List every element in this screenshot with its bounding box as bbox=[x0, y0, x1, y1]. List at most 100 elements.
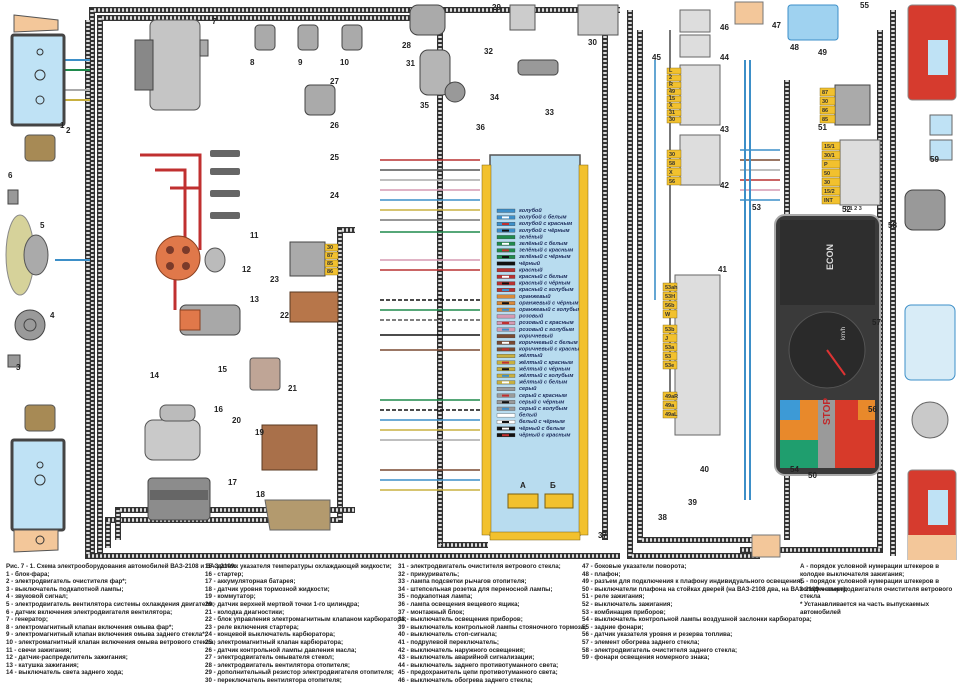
caption-column-4: 47 - боковые указатели поворота;48 - пла… bbox=[582, 563, 848, 662]
legend-entry: жёлтый с белым bbox=[496, 379, 567, 386]
headlamp-wiper-motor bbox=[24, 134, 56, 162]
caption-item: 24 - концевой выключатель карбюратора; bbox=[205, 631, 336, 639]
legend-label: белый с чёрным bbox=[519, 418, 565, 425]
legend-label: жёлтый с чёрным bbox=[518, 365, 570, 372]
warning-lamps-panel: STOP bbox=[780, 398, 875, 468]
pin-terminal bbox=[819, 114, 836, 124]
legend-stripe bbox=[502, 401, 509, 404]
legend-label: жёлтый bbox=[518, 352, 543, 359]
diagnostic-connector bbox=[249, 357, 281, 391]
legend-label: розовый bbox=[518, 313, 544, 320]
legend-entry: коричневый bbox=[496, 332, 553, 339]
pin-label: 49aR bbox=[665, 394, 678, 400]
legend-label: серый с голубым bbox=[519, 405, 567, 412]
ignition-distributor bbox=[155, 235, 226, 281]
caption-column-2: 15 - датчик указателя температуры охлажд… bbox=[205, 563, 406, 685]
caption-item: 3 - выключатель подкапотной лампы; bbox=[6, 585, 124, 593]
component-number: 52 bbox=[842, 205, 851, 214]
legend-label: зелёный bbox=[519, 233, 543, 240]
connector-a bbox=[507, 493, 539, 509]
legend-label: чёрный bbox=[519, 260, 541, 267]
component-number: 21 bbox=[288, 384, 297, 393]
legend-swatch bbox=[496, 235, 516, 240]
legend-label: жёлтый с красным bbox=[518, 359, 573, 366]
legend-stripe bbox=[502, 216, 509, 219]
connector-b bbox=[544, 493, 574, 509]
legend-entry: жёлтый bbox=[496, 352, 543, 359]
legend-entry: серый с чёрным bbox=[496, 398, 564, 405]
ignition-commutator bbox=[261, 424, 318, 471]
legend-swatch bbox=[496, 413, 516, 418]
legend-entry: красный с чёрным bbox=[496, 280, 570, 287]
pin-terminal bbox=[662, 400, 678, 410]
component-number: 56 bbox=[868, 405, 877, 414]
legend-stripe bbox=[502, 242, 509, 245]
pin-label: W bbox=[665, 312, 671, 318]
pin-terminal bbox=[821, 159, 841, 169]
washer-motor bbox=[304, 84, 336, 116]
component-number: 55 bbox=[860, 1, 869, 10]
pin-terminal bbox=[666, 149, 682, 159]
legend-stripe bbox=[502, 322, 509, 324]
legend-label: голубой с белым bbox=[519, 214, 567, 221]
legend-entry: голубой с белым bbox=[496, 214, 567, 221]
legend-entry: коричневый с белым bbox=[496, 339, 578, 346]
component-number: 59 bbox=[930, 155, 939, 164]
component-number: 27 bbox=[330, 77, 339, 86]
component-number: 38 bbox=[658, 513, 667, 522]
legend-entry: чёрный с красным bbox=[496, 431, 570, 438]
brake-fluid-tank bbox=[264, 499, 331, 531]
legend-entry: голубой с красным bbox=[496, 220, 572, 227]
legend-stripe bbox=[502, 394, 509, 397]
rear-window-heater-element bbox=[904, 304, 956, 381]
component-number: 36 bbox=[476, 123, 485, 132]
legend-swatch bbox=[496, 294, 516, 299]
component-number: 20 bbox=[232, 416, 241, 425]
pin-label: 85 bbox=[327, 261, 333, 267]
component-number: 42 bbox=[720, 181, 729, 190]
caption-item: 30 - переключатель вентилятора отопителя… bbox=[205, 676, 342, 684]
pin-terminal bbox=[662, 291, 678, 301]
pin-terminal bbox=[324, 243, 339, 252]
legend-label: зелёный с белым bbox=[519, 240, 568, 247]
caption-item: 10 - электромагнитный клапан включения о… bbox=[6, 638, 216, 646]
component-number: 47 bbox=[772, 21, 781, 30]
caption-item: 7 - генератор; bbox=[6, 616, 48, 624]
caption-item: 51 - реле зажигания; bbox=[582, 593, 645, 601]
speed-unit: km/h bbox=[841, 327, 847, 340]
legend-stripe bbox=[502, 249, 509, 252]
pin-terminal bbox=[662, 333, 678, 343]
pin-label: 53e bbox=[665, 363, 674, 369]
legend-stripe bbox=[502, 374, 509, 377]
legend-entry: коричневый с красным bbox=[496, 346, 583, 353]
pin-label: L bbox=[669, 68, 673, 74]
pin-label: 53a bbox=[665, 345, 675, 351]
legend-entry: белый с чёрным bbox=[496, 418, 565, 425]
plate-light bbox=[929, 139, 953, 161]
caption-item: 27 - электродвигатель омывателя стекол; bbox=[205, 654, 335, 662]
caption-item: 14 - выключатель света заднего хода; bbox=[6, 669, 124, 677]
ignition-coil bbox=[179, 304, 241, 336]
legend-entry: розовый с красным bbox=[496, 319, 574, 326]
caption-item: 44 - выключатель заднего противотуманног… bbox=[398, 661, 559, 669]
pin-terminal bbox=[324, 267, 339, 276]
headlight-top bbox=[10, 14, 66, 127]
caption-item: 55 - задние фонари; bbox=[582, 623, 644, 631]
caption-item: 19 - коммутатор; bbox=[205, 593, 256, 601]
caption-item: 38 - выключатель освещения приборов; bbox=[398, 616, 523, 624]
caption-item: 57 - элемент обогрева заднего стекла; bbox=[582, 638, 700, 646]
caption-item: 11 - свечи зажигания; bbox=[6, 646, 72, 654]
pin-terminal bbox=[819, 105, 836, 115]
hood-lamp-switch bbox=[7, 354, 21, 368]
component-number: 39 bbox=[688, 498, 697, 507]
pin-label: 53 bbox=[665, 354, 671, 360]
caption-item: 17 - аккумуляторная батарея; bbox=[205, 578, 296, 586]
legend-label: чёрный с белым bbox=[519, 425, 565, 432]
component-number: 29 bbox=[492, 3, 501, 12]
legend-stripe bbox=[502, 368, 509, 371]
pin-terminal bbox=[821, 177, 841, 187]
interior-lamp bbox=[787, 4, 839, 41]
